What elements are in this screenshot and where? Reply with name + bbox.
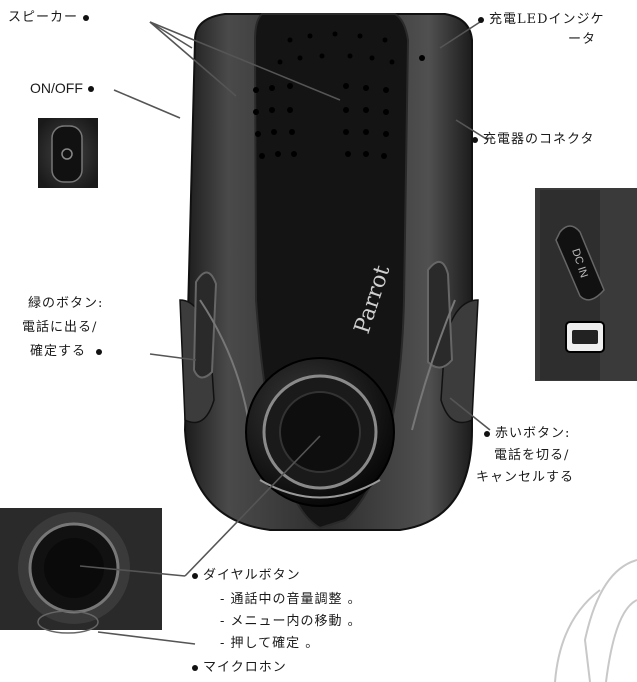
connector-thumbnail: DC IN <box>535 188 637 381</box>
microphone-highlight <box>37 610 99 634</box>
on-off-label: ON/OFF <box>30 78 99 98</box>
power-icon <box>61 148 73 160</box>
leader-lines <box>79 21 491 645</box>
green-button-label-line3: 確定する <box>30 342 107 362</box>
on-off-thumbnail <box>38 118 98 188</box>
dial-button-item-3: - 押して確定 。 <box>220 636 320 651</box>
green-button-shape <box>192 271 218 379</box>
red-button-label-line3: キャンセルする <box>476 470 575 485</box>
dial-thumbnail <box>0 508 162 634</box>
green-button-label-line1: 緑のボタン: <box>28 296 104 311</box>
charge-led-label-line2: ータ <box>568 32 597 47</box>
dial-button-item-2: - メニュー内の移動 。 <box>220 614 362 629</box>
decorative-outline <box>554 559 637 682</box>
charge-led <box>419 55 425 61</box>
charge-led-label: 充電LEDインジケ <box>478 10 605 30</box>
microphone-label: マイクロホン <box>192 658 287 678</box>
red-button-label-line2: 電話を切る/ <box>494 448 570 463</box>
speaker-holes <box>253 31 395 159</box>
charger-connector-label: 充電器のコネクタ <box>472 130 594 150</box>
red-button-label-line1: 赤いボタン: <box>484 424 570 444</box>
red-button-shape <box>427 261 454 369</box>
green-button-label-line2: 電話に出る/ <box>22 320 98 335</box>
dial-button-label: ダイヤルボタン <box>192 566 301 586</box>
dial-button-item-1: - 通話中の音量調整 。 <box>220 592 362 607</box>
dial-button-shape <box>245 357 395 507</box>
speaker-label: スピーカー <box>8 8 94 28</box>
